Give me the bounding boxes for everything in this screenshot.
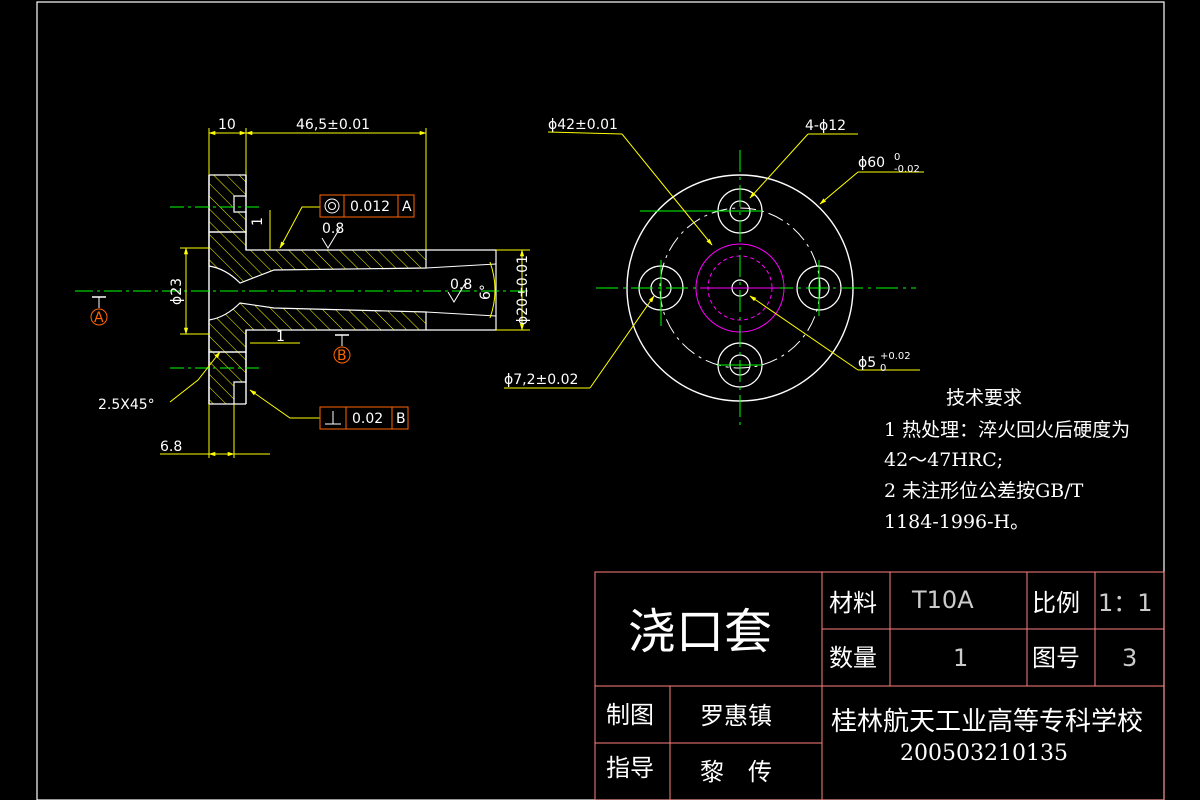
coaxiality-frame: 0.012 A — [319, 194, 415, 218]
coaxiality-datum: A — [402, 199, 412, 215]
svg-text:-0.02: -0.02 — [894, 164, 920, 175]
drawing-no-value: 3 — [1122, 644, 1137, 672]
material-value: T10A — [911, 586, 974, 614]
dim-step-1b: 1 — [276, 329, 285, 345]
guide-value: 黎 传 — [700, 758, 772, 786]
quantity-value: 1 — [953, 644, 968, 672]
roughness-1: 0.8 — [322, 221, 344, 237]
dim-diameter-5: ϕ5 +0.02 0 — [858, 351, 911, 374]
scale-label: 比例 — [1032, 589, 1080, 617]
svg-text:0: 0 — [880, 363, 886, 374]
title-block-text: 浇口套 材料 T10A 比例 1：1 数量 1 图号 3 制图 罗惠镇 指导 黎… — [606, 586, 1153, 786]
drawing-border — [36, 1, 1165, 800]
scale-value: 1：1 — [1098, 589, 1153, 617]
title-block — [594, 571, 1165, 800]
dim-diameter-42: ϕ42±0.01 — [548, 117, 618, 133]
roughness-2: 0.8 — [450, 277, 472, 293]
requirements-line-1: 1 热处理：淬火回火后硬度为 — [884, 419, 1130, 441]
dim-flange-thickness: 10 — [218, 117, 236, 133]
technical-requirements: 技术要求 1 热处理：淬火回火后硬度为 42～47HRC; 2 未注形位公差按G… — [884, 387, 1130, 533]
dim-length: 46,5±0.01 — [296, 117, 370, 133]
coaxiality-tolerance: 0.012 — [350, 199, 390, 215]
datum-a-symbol: A — [90, 296, 108, 326]
perpendicularity-tolerance: 0.02 — [352, 411, 383, 427]
hatch-top-flange — [208, 174, 247, 233]
datum-b-label: B — [337, 348, 347, 364]
drawn-by-value: 罗惠镇 — [700, 702, 772, 730]
dim-taper-angle: 6° — [478, 284, 494, 300]
svg-text:ϕ60: ϕ60 — [858, 155, 885, 171]
datum-b-symbol: B — [333, 334, 351, 364]
dim-width-6-8: 6.8 — [160, 439, 182, 455]
school-name: 桂林航天工业高等专科学校 — [831, 707, 1143, 737]
drawn-by-label: 制图 — [606, 701, 654, 729]
dim-diameter-20: ϕ20±0.01 — [515, 255, 531, 325]
dim-step-1a: 1 — [250, 217, 266, 226]
svg-text:ϕ5: ϕ5 — [858, 355, 876, 371]
requirements-line-3: 2 未注形位公差按GB/T — [884, 480, 1084, 502]
hatch-upper-body — [208, 231, 427, 284]
nozzle-tip — [426, 249, 497, 331]
datum-a-label: A — [94, 310, 104, 326]
dim-holes-4-12: 4-ϕ12 — [805, 118, 846, 134]
perpendicularity-datum: B — [396, 411, 406, 427]
student-id: 200503210135 — [900, 741, 1068, 766]
end-view: ϕ42±0.01 4-ϕ12 ϕ60 0 -0.02 ϕ7,2±0.02 ϕ5 … — [504, 117, 924, 425]
quantity-label: 数量 — [829, 644, 877, 672]
hatch-lower-body — [208, 302, 427, 353]
dim-diameter-7-2: ϕ7,2±0.02 — [504, 372, 578, 388]
part-name: 浇口套 — [628, 604, 772, 660]
coaxiality-icon — [324, 198, 340, 214]
guide-label: 指导 — [606, 754, 654, 782]
requirements-line-2: 42～47HRC; — [884, 449, 1003, 471]
dim-diameter-60: ϕ60 0 -0.02 — [858, 152, 920, 175]
perpendicularity-icon — [325, 411, 341, 425]
perpendicularity-frame: 0.02 B — [319, 406, 409, 430]
drawing-no-label: 图号 — [1032, 644, 1080, 672]
material-label: 材料 — [829, 589, 877, 617]
section-view: 0.8 0.8 0.012 A 0.02 B — [75, 117, 531, 458]
dim-chamfer: 2.5X45° — [98, 397, 155, 413]
svg-text:+0.02: +0.02 — [880, 351, 911, 362]
dim-diameter-23: ϕ23 — [169, 278, 185, 305]
requirements-line-4: 1184-1996-H。 — [884, 511, 1029, 533]
hatch-bottom-flange — [208, 351, 247, 405]
requirements-title: 技术要求 — [946, 387, 1022, 409]
svg-text:0: 0 — [894, 152, 900, 163]
